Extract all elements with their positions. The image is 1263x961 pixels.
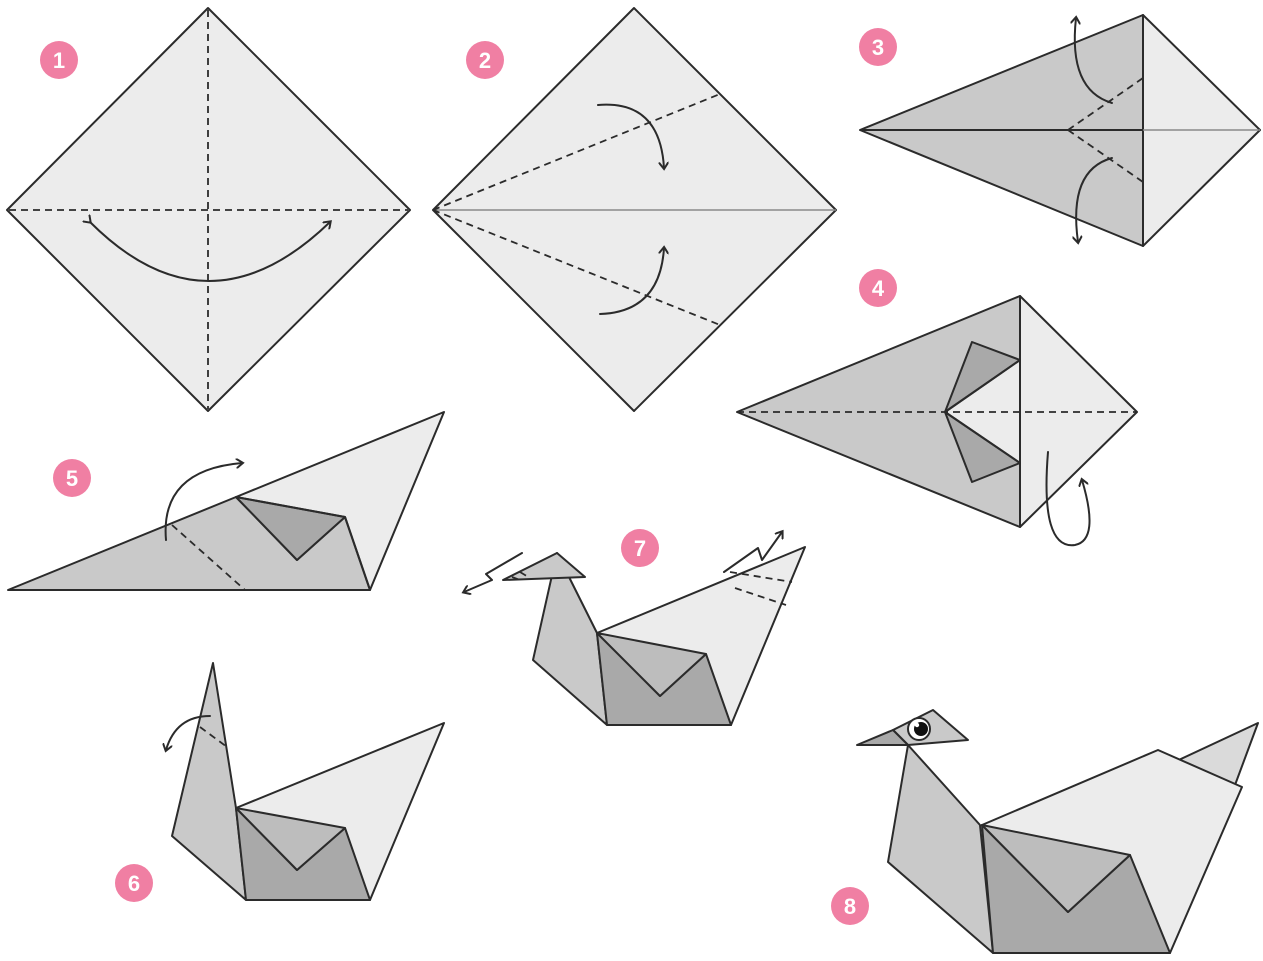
step-5-number: 5 [66, 466, 78, 491]
step-4-number: 4 [872, 276, 885, 301]
step-6-number: 6 [128, 871, 140, 896]
step-2-number: 2 [479, 48, 491, 73]
step-7-number: 7 [634, 536, 646, 561]
step-2-badge: 2 [466, 41, 504, 79]
step-6-badge: 6 [115, 864, 153, 902]
step-4-diagram [737, 296, 1137, 545]
step-8-number: 8 [844, 894, 856, 919]
step-1-badge: 1 [40, 41, 78, 79]
step-1-number: 1 [53, 48, 65, 73]
step-5-badge: 5 [53, 459, 91, 497]
step-6-diagram [166, 663, 444, 900]
step-3-badge: 3 [859, 28, 897, 66]
step-7-badge: 7 [621, 529, 659, 567]
step-8-badge: 8 [831, 887, 869, 925]
step-8-diagram [857, 710, 1258, 953]
step-3-number: 3 [872, 35, 884, 60]
step-4-badge: 4 [859, 269, 897, 307]
step-3-diagram [860, 15, 1260, 246]
step-5-diagram [8, 412, 444, 590]
